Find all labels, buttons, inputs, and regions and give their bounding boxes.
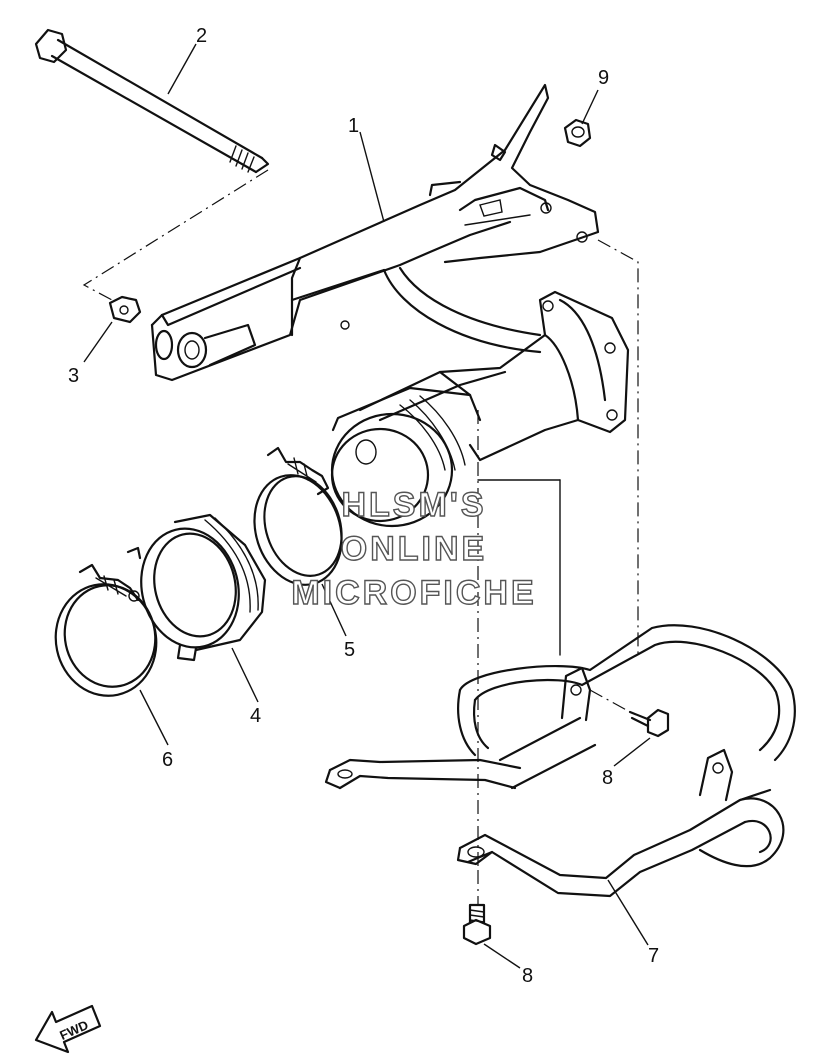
part-1-swing-arm[interactable] bbox=[150, 83, 600, 382]
part-4-rubber-boot[interactable] bbox=[126, 513, 267, 662]
part-8-bolt-lower[interactable] bbox=[462, 903, 492, 946]
callout-8-lower: 8 bbox=[522, 965, 533, 987]
fwd-arrow-icon: FWD bbox=[34, 1004, 102, 1054]
callout-7: 7 bbox=[648, 945, 659, 967]
part-9-nut[interactable] bbox=[563, 118, 592, 148]
callout-5: 5 bbox=[344, 639, 355, 661]
callout-2: 2 bbox=[196, 25, 207, 47]
callout-4: 4 bbox=[250, 705, 261, 727]
part-8-bolt-upper[interactable] bbox=[628, 708, 670, 738]
callout-9: 9 bbox=[598, 67, 609, 89]
part-7-guard-bar[interactable] bbox=[324, 624, 796, 898]
callout-8-upper: 8 bbox=[602, 767, 613, 789]
part-6-clamp-large[interactable] bbox=[45, 563, 166, 705]
callout-1: 1 bbox=[348, 115, 359, 137]
part-2-pivot-shaft[interactable] bbox=[34, 28, 270, 174]
assembly-guide-lines bbox=[82, 169, 639, 905]
watermark-line-1: HLSM'S bbox=[341, 485, 487, 524]
watermark-line-3: MICROFICHE bbox=[291, 573, 537, 612]
part-3-pivot-nut[interactable] bbox=[108, 295, 142, 324]
callout-6: 6 bbox=[162, 749, 173, 771]
final-drive-housing[interactable] bbox=[330, 290, 630, 528]
callout-3: 3 bbox=[68, 365, 79, 387]
part-5-clamp-small[interactable] bbox=[241, 446, 355, 596]
watermark-line-2: ONLINE bbox=[340, 529, 488, 568]
leader-lines bbox=[83, 43, 651, 969]
